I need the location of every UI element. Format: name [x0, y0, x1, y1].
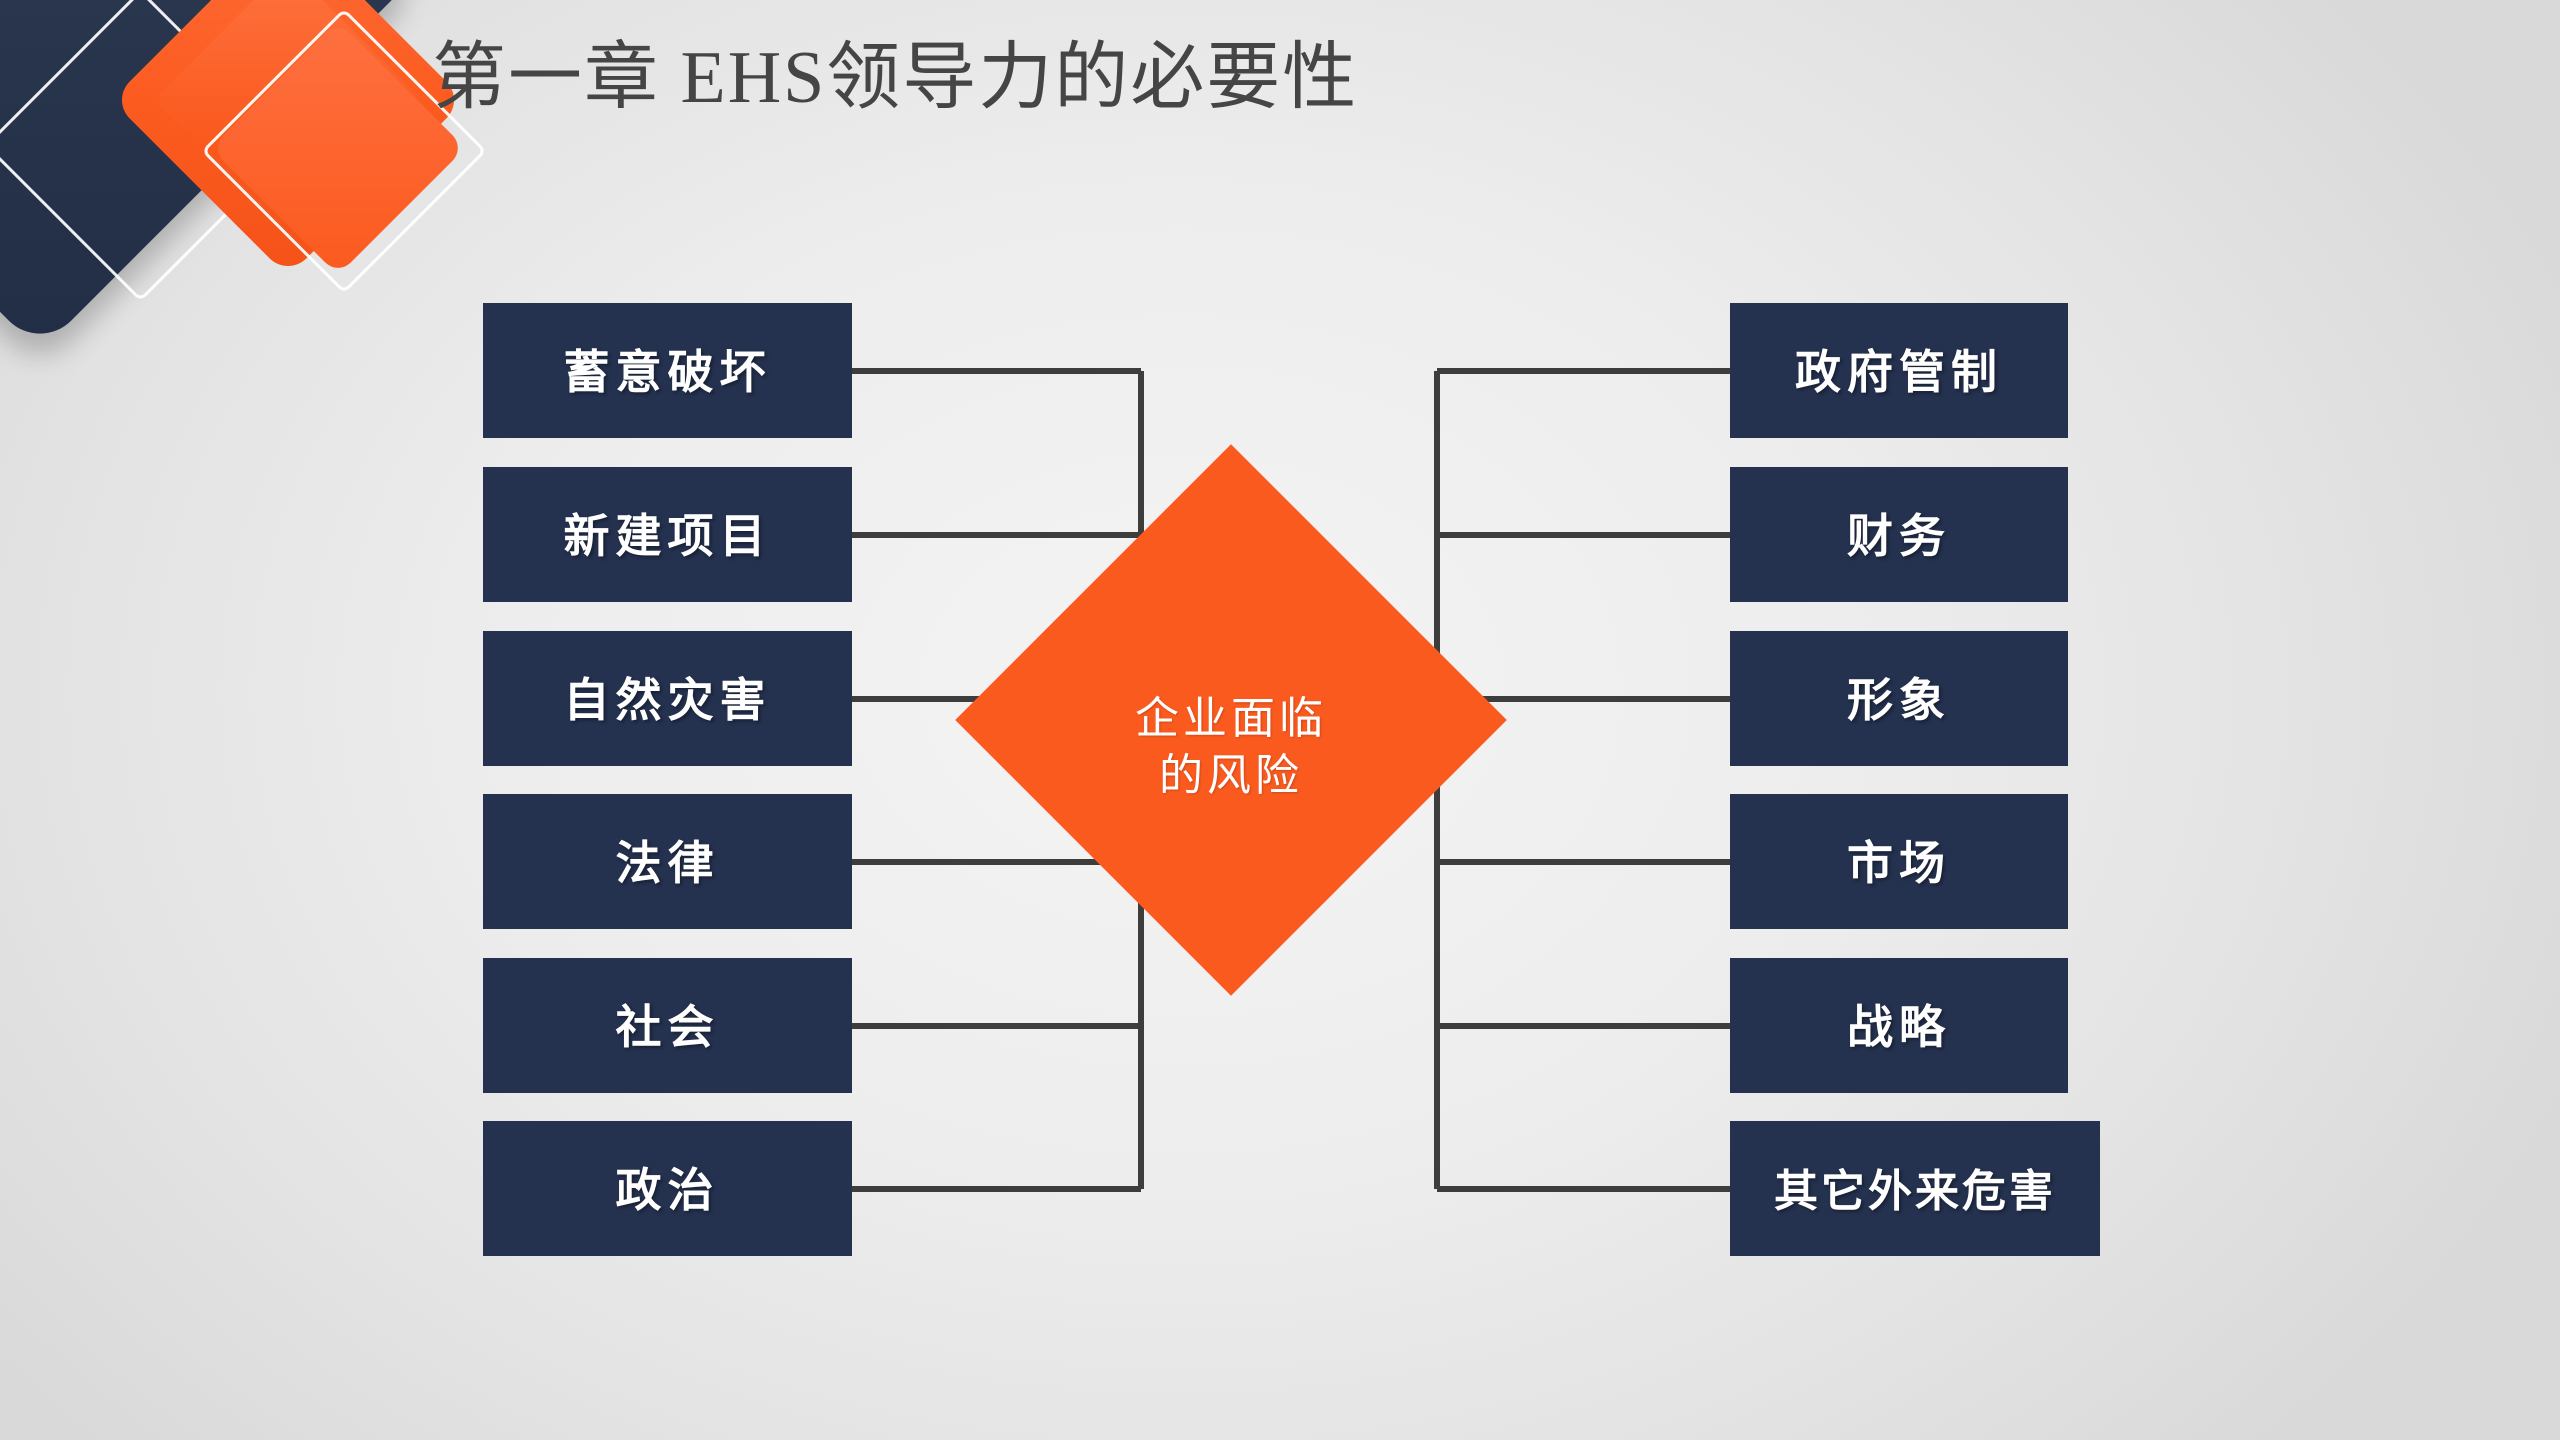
right-node-2[interactable]: 财务	[1730, 467, 2068, 602]
center-label-line-2: 的风险	[1159, 751, 1303, 801]
right-node-6[interactable]: 其它外来危害	[1730, 1121, 2100, 1256]
page-title: 第一章 EHS领导力的必要性	[432, 37, 1359, 119]
left-node-1[interactable]: 蓄意破坏	[483, 303, 852, 438]
right-node-5[interactable]: 战略	[1730, 958, 2068, 1093]
center-label-line-1: 企业面临	[1135, 694, 1327, 743]
right-node-3[interactable]: 形象	[1730, 631, 2068, 766]
center-diamond-label: 企业面临 的风险	[1046, 690, 1416, 804]
left-node-2[interactable]: 新建项目	[483, 467, 852, 602]
left-node-6[interactable]: 政治	[483, 1121, 852, 1256]
right-node-4[interactable]: 市场	[1730, 794, 2068, 929]
left-node-4[interactable]: 法律	[483, 794, 852, 929]
left-node-3[interactable]: 自然灾害	[483, 631, 852, 766]
left-node-5[interactable]: 社会	[483, 958, 852, 1093]
right-node-1[interactable]: 政府管制	[1730, 303, 2068, 438]
